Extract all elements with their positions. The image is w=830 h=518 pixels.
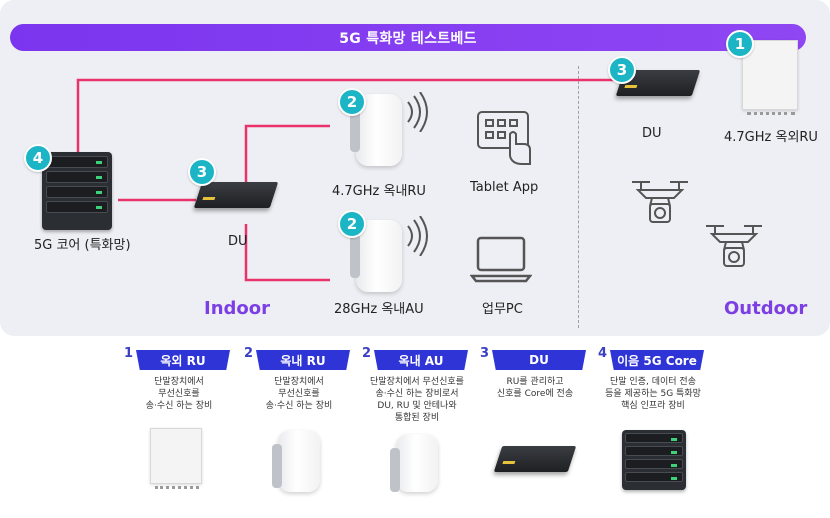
card-number: 2 [244, 346, 254, 361]
indoor-au-badge: 2 [338, 210, 366, 238]
outdoor-zone-label: Outdoor [724, 298, 808, 319]
core-thumbnail [622, 430, 686, 490]
ru-signal-icon [407, 92, 428, 132]
laptop-icon [470, 236, 532, 283]
drone-icon [632, 181, 688, 223]
core-to-outdoor-du-line [76, 78, 620, 160]
outdoor-ru-badge: 1 [726, 30, 754, 58]
du-to-ru-line [244, 124, 330, 186]
outdoor-ru-thumbnail [150, 428, 202, 489]
outdoor-du-badge: 3 [608, 56, 636, 84]
au-signal-icon [407, 216, 428, 256]
card-title: 이음 5G Core [610, 350, 704, 370]
du-thumbnail [493, 446, 577, 472]
card-number: 4 [598, 346, 608, 361]
banner-title: 5G 특화망 테스트베드 [10, 24, 806, 51]
core-badge: 4 [24, 144, 52, 172]
indoor-du-device [193, 182, 279, 208]
core-server [42, 152, 112, 230]
card-title: 옥외 RU [136, 350, 230, 370]
du-to-au-line [244, 224, 330, 282]
card-title: 옥내 AU [374, 350, 468, 370]
indoor-ru-badge: 2 [338, 88, 366, 116]
indoor-au-label: 28GHz 옥내AU [334, 302, 424, 317]
tablet-app-icon [477, 111, 531, 165]
outdoor-du-label: DU [642, 126, 662, 141]
card-number: 1 [124, 346, 134, 361]
diagram-panel [0, 0, 830, 336]
indoor-ru-label: 4.7GHz 옥내RU [332, 184, 426, 199]
outdoor-ru-device [742, 40, 798, 115]
card-number: 3 [480, 346, 490, 361]
indoor-du-label: DU [228, 234, 248, 249]
card-title: 옥내 RU [256, 350, 350, 370]
pc-label: 업무PC [482, 302, 523, 317]
indoor-du-badge: 3 [188, 158, 216, 186]
outdoor-ru-label: 4.7GHz 옥외RU [724, 130, 818, 145]
indoor-au-device [350, 220, 402, 292]
indoor-au-thumbnail [390, 434, 438, 492]
indoor-zone-label: Indoor [204, 298, 271, 319]
card-title: DU [492, 350, 586, 370]
card-number: 2 [362, 346, 372, 361]
drone-icon [706, 225, 762, 267]
indoor-outdoor-divider [578, 66, 579, 328]
core-label: 5G 코어 (특화망) [34, 238, 131, 253]
tablet-label: Tablet App [470, 180, 539, 195]
indoor-ru-thumbnail [272, 430, 320, 492]
